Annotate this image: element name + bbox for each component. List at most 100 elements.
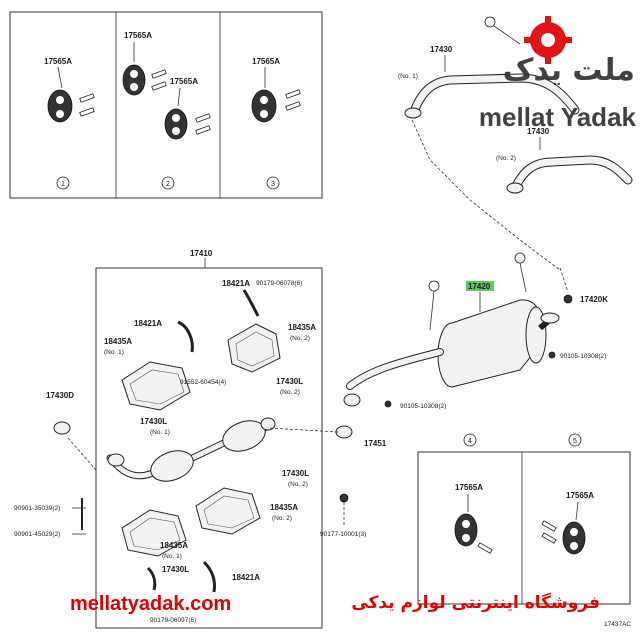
figure-reference-code: 17437AC (604, 621, 631, 628)
rubber-hanger-icon (164, 108, 211, 140)
rubber-hanger-icon (47, 89, 95, 123)
index-number: 4 (468, 438, 472, 445)
pipe-flange (506, 182, 524, 194)
part-label: 90105-10308(2) (560, 353, 606, 360)
catalytic-converter-icon (150, 450, 194, 482)
index-circle (463, 433, 477, 447)
leader-line (575, 501, 579, 521)
pipe-flange (260, 417, 276, 431)
part-label: 17430L (276, 377, 303, 386)
part-note: (No. 2) (288, 481, 308, 488)
part-label: 17430L (282, 469, 309, 478)
hanger-panel-2: 17565A 17565A 2 (122, 31, 211, 190)
part-label: 17430D (46, 391, 74, 400)
index-circle (514, 252, 526, 264)
watermark-shop-persian: فروشگاه اینترنتی لوازم یدکی (351, 592, 600, 613)
part-label: 90177-10001(3) (320, 531, 366, 538)
part-label: 17430 (430, 45, 453, 54)
rubber-hanger-icon (541, 520, 586, 555)
part-label: 90179-06097(6) (150, 617, 196, 624)
part-label: 18435A (160, 541, 188, 550)
index-circle (428, 280, 440, 292)
part-note: (No. 1) (162, 553, 182, 560)
part-label: 18421A (134, 319, 162, 328)
index-circle (161, 176, 175, 190)
bolt-icon (548, 351, 556, 359)
part-label: 17420K (580, 295, 608, 304)
rubber-hanger-icon (454, 513, 493, 554)
pipe-flange (540, 312, 560, 324)
part-label: 18421A (232, 573, 260, 582)
rubber-hanger-icon (122, 64, 167, 96)
part-label: 90179-06078(6) (256, 280, 302, 287)
pipe-flange (107, 453, 125, 467)
part-label: 17565A (44, 57, 72, 66)
leader-line (493, 25, 521, 45)
pipe-flange (404, 107, 422, 119)
part-label: 17565A (124, 31, 152, 40)
bolt-icon (484, 16, 496, 28)
hanger-panel-3: 17565A 3 (251, 57, 301, 190)
gasket-icon (335, 425, 353, 439)
index-circle (266, 176, 280, 190)
part-label: 90105-10308(2) (400, 403, 446, 410)
part-note: (No. 1) (398, 73, 418, 80)
watermark-logo-english: mellat Yadak (479, 102, 637, 132)
part-note: (No. 2) (290, 335, 310, 342)
part-label: 18435A (270, 503, 298, 512)
part-label: 17430L (140, 417, 167, 426)
part-label: 17430 (527, 127, 550, 136)
part-note: (No. 2) (280, 389, 300, 396)
leader-line (177, 87, 181, 107)
part-label: 17430L (162, 565, 189, 574)
part-label: 17565A (455, 483, 483, 492)
dashed-guide (269, 427, 339, 433)
bolt-icon (384, 400, 392, 408)
part-label: 91552-60454(4) (180, 379, 226, 386)
hanger-bolt-icon (563, 294, 573, 304)
part-note: (No. 2) (496, 155, 516, 162)
dashed-guide (411, 119, 561, 271)
muffler-assembly: 17420 17420K 90105-10308(2) 90105-10308(… (269, 252, 608, 538)
part-label: 17565A (252, 57, 280, 66)
leader-line (429, 290, 435, 331)
heat-shield-icon (121, 361, 191, 411)
rubber-hanger-icon (251, 89, 301, 123)
muffler-icon (437, 299, 547, 388)
hanger-panels-bottom: 4 17565A 5 17565A (417, 433, 631, 605)
index-number: 5 (573, 438, 577, 445)
clamp-icon (146, 566, 157, 591)
index-number: 1 (61, 181, 65, 188)
watermark-logo: ملت یدک mellat Yadak (479, 16, 637, 132)
hanger-panels-frame (417, 451, 631, 605)
part-note: (No. 2) (272, 515, 292, 522)
part-label-highlighted: 17420 (468, 282, 491, 291)
index-number: 2 (166, 181, 170, 188)
heat-shield-icon (227, 323, 281, 373)
part-label: 18435A (104, 337, 132, 346)
main-assembly: 17410 18421A 90179-06078(6) 18421A 18435… (14, 249, 323, 629)
part-label: 18435A (288, 323, 316, 332)
watermark-logo-persian: ملت یدک (503, 53, 635, 88)
gasket-icon (53, 421, 71, 435)
bolt-icon (339, 493, 349, 503)
index-number: 3 (271, 181, 275, 188)
leader-line (57, 66, 63, 89)
highlight-label-bg (466, 281, 494, 291)
gear-logo-icon (524, 16, 572, 64)
part-label: 17451 (364, 439, 387, 448)
index-circle (568, 433, 582, 447)
dashed-guide (67, 437, 97, 471)
leader-line (519, 262, 527, 293)
hanger-panels-frame (9, 11, 323, 199)
dashed-guide (559, 267, 569, 293)
assembly-frame (95, 267, 323, 629)
hanger-panel-1: 17565A 1 (44, 57, 95, 190)
part-label: 18421A (222, 279, 250, 288)
upper-pipes: 17430 (No. 1) 17430 (No. 2) (398, 16, 633, 271)
part-label: 17410 (190, 249, 213, 258)
clamp-icon (177, 320, 194, 353)
part-note: (No. 1) (150, 429, 170, 436)
index-circle (56, 176, 70, 190)
